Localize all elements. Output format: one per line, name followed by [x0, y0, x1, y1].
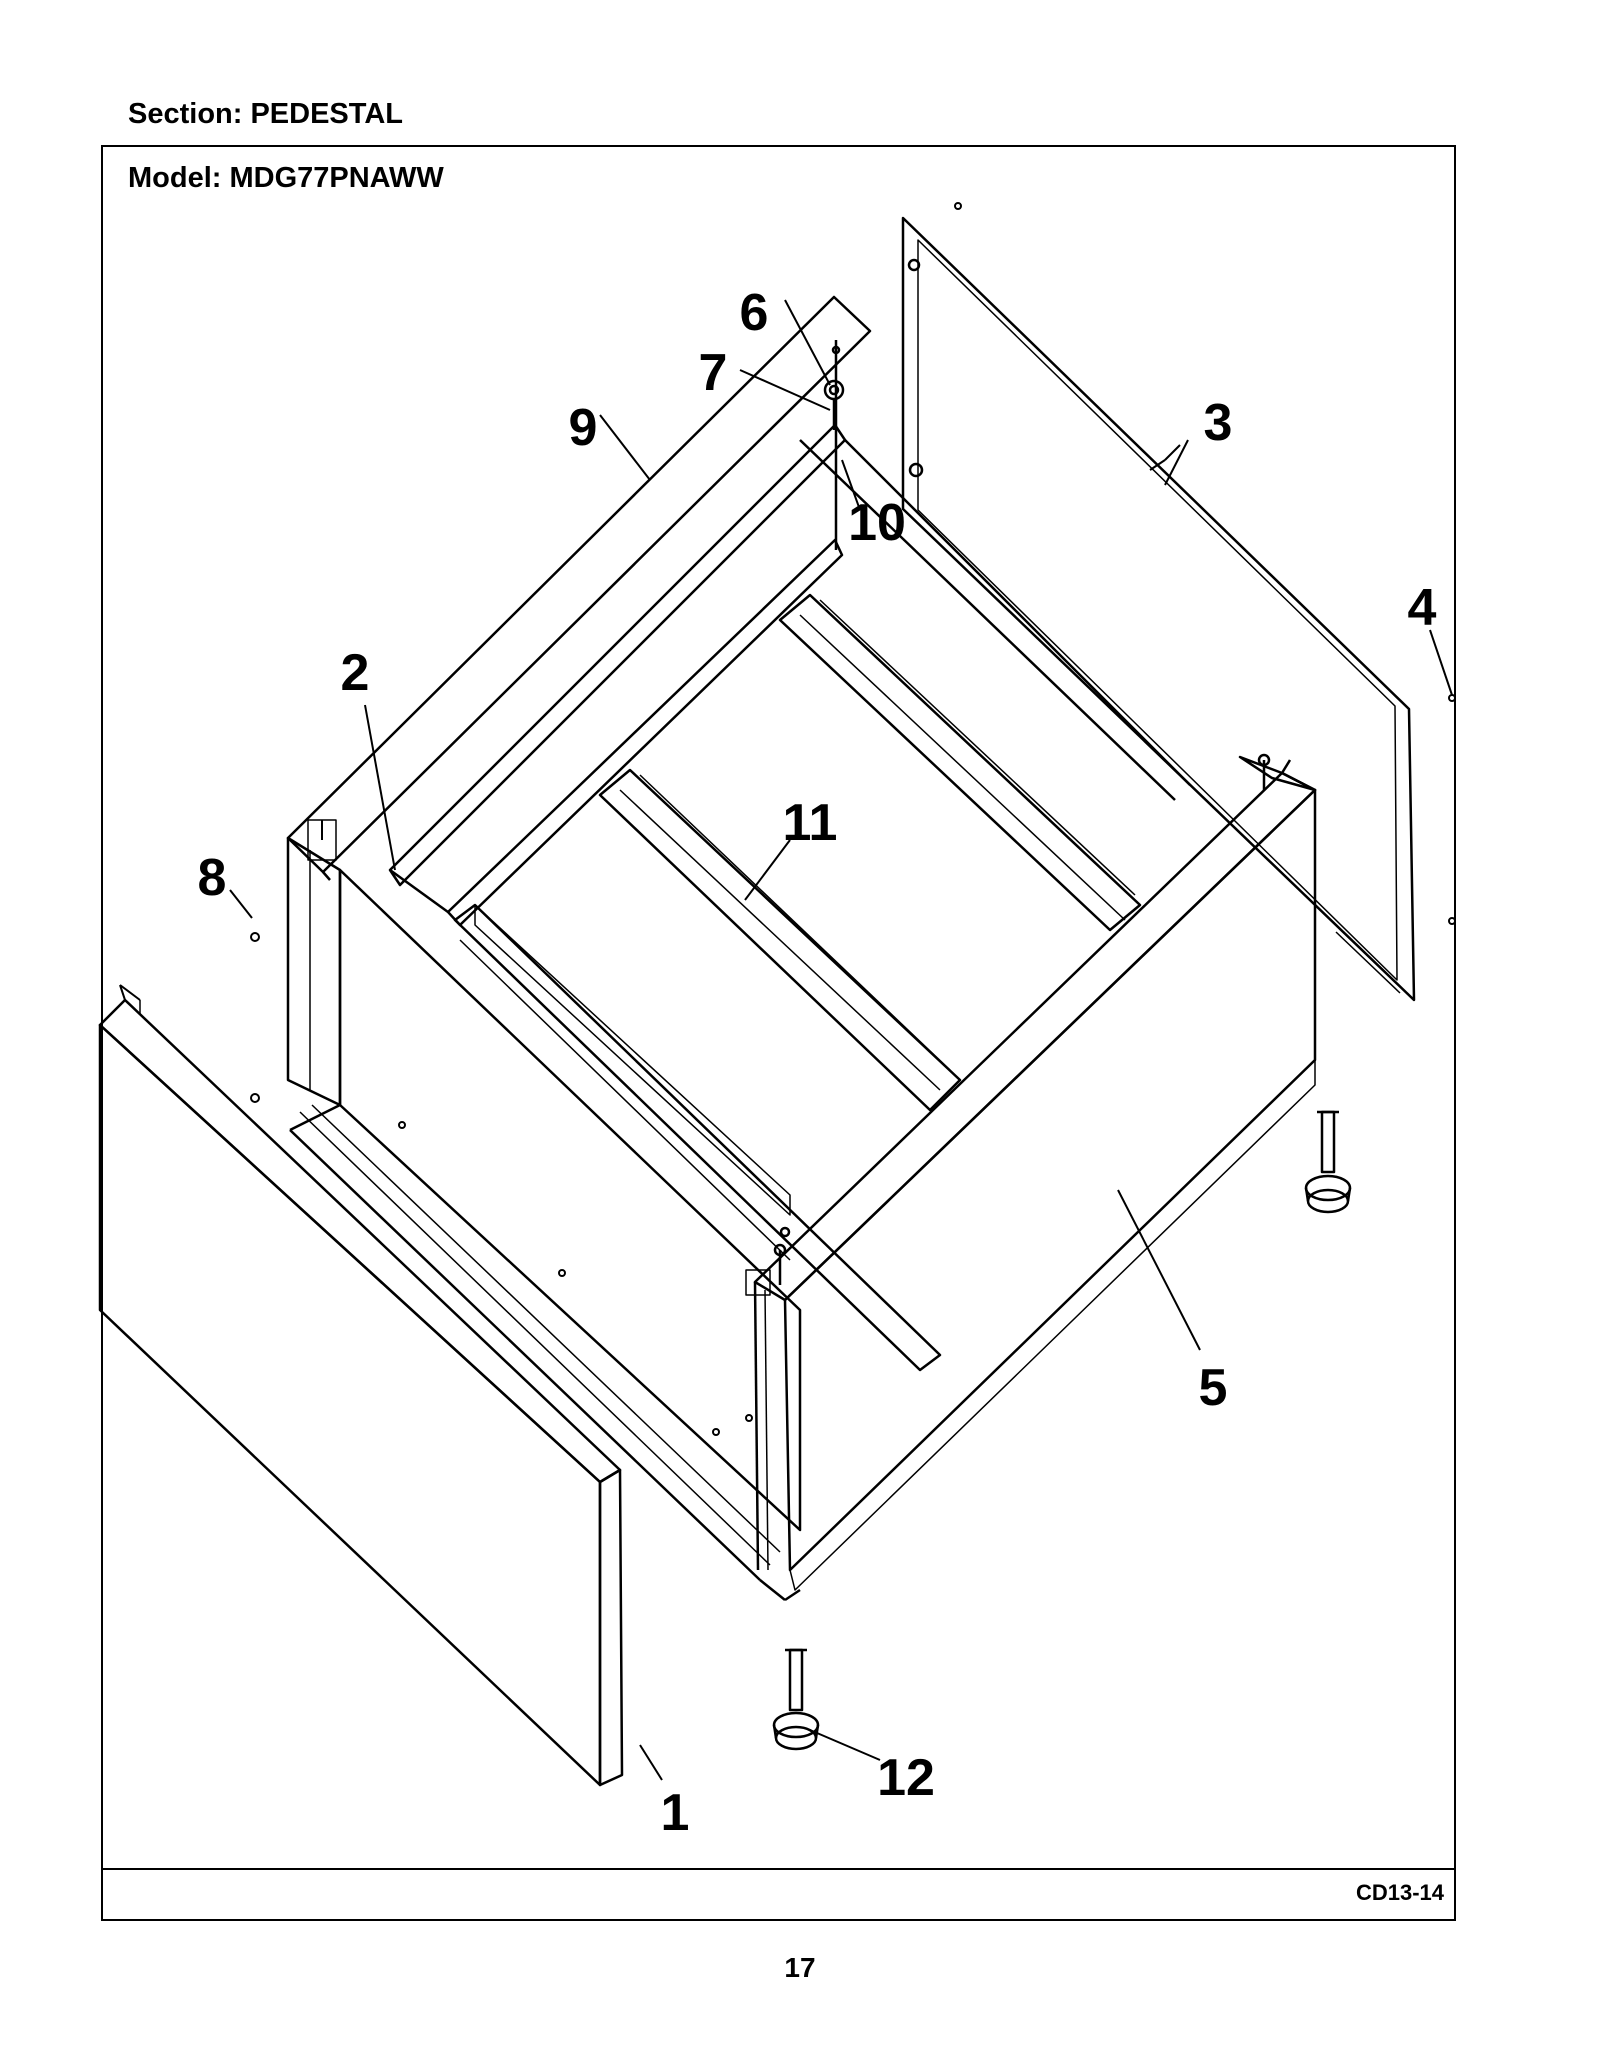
callout-9: 9 — [569, 399, 598, 457]
part-front-panel — [98, 984, 624, 1787]
section-title: Section: PEDESTAL — [128, 98, 403, 130]
model-title: Model: MDG77PNAWW — [128, 162, 444, 194]
callout-1: 1 — [661, 1784, 690, 1842]
callout-2: 2 — [341, 644, 370, 702]
part-top-rail — [286, 295, 872, 881]
callout-3: 3 — [1204, 394, 1233, 452]
part-fasteners — [250, 202, 1456, 1436]
figure-code: CD13-14 — [1355, 1880, 1444, 1905]
part-leveling-foot-rear — [1304, 1110, 1352, 1214]
part-leveling-foot-front — [772, 1648, 820, 1751]
part-right-side-panel — [745, 753, 1317, 1591]
part-cross-members — [453, 439, 1191, 1372]
callout-10: 10 — [848, 494, 906, 552]
callout-4: 4 — [1408, 579, 1437, 637]
part-back-rail — [388, 423, 847, 927]
callout-6: 6 — [740, 284, 769, 342]
callout-12: 12 — [877, 1749, 935, 1807]
diagram-lines — [98, 202, 1456, 1787]
callout-5: 5 — [1199, 1359, 1228, 1417]
leader-lines — [229, 299, 1453, 1781]
callout-8: 8 — [198, 849, 227, 907]
part-corner-hardware — [823, 340, 845, 550]
part-left-end-panel — [286, 836, 802, 1602]
callout-7: 7 — [699, 344, 728, 402]
callout-labels: 1 2 3 4 5 6 7 8 9 10 11 12 — [198, 284, 1437, 1842]
page-number: 17 — [784, 1952, 816, 1983]
footer-divider — [101, 1868, 1456, 1870]
callout-11: 11 — [783, 794, 838, 852]
diagram-frame — [101, 145, 1456, 1921]
part-rear-panel — [901, 216, 1416, 1002]
